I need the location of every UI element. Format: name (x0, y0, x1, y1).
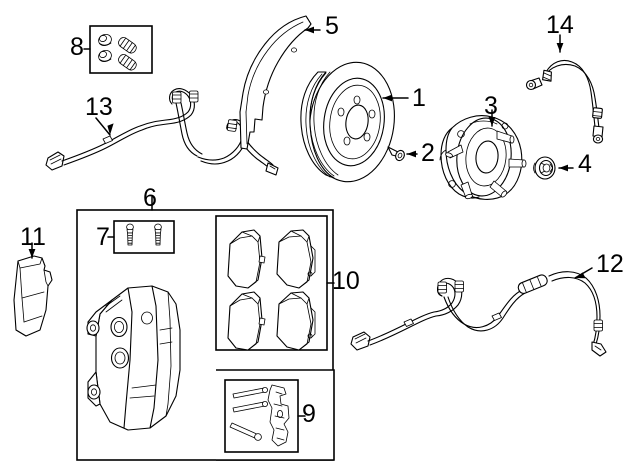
part-1-brake-rotor (300, 61, 395, 183)
callout-11: 11 (20, 223, 46, 251)
callout-1: 1 (412, 84, 426, 112)
callout-6: 6 (143, 184, 157, 212)
callout-4: 4 (578, 150, 592, 178)
group-box-6-caliper-assembly (76, 196, 334, 461)
callout-10: 10 (332, 267, 360, 295)
part-11-brake-pad-wear-clip (13, 255, 53, 337)
part-7-caliper-mounting-bolts (107, 220, 175, 254)
part-14-brake-hose (525, 59, 604, 144)
callout-13: 13 (85, 93, 113, 121)
part-9-caliper-hardware-kit (216, 369, 335, 461)
callout-8: 8 (70, 33, 84, 61)
part-4-axle-nut (533, 156, 556, 180)
callout-12: 12 (596, 250, 624, 278)
part-5-brake-dust-shield (239, 15, 312, 150)
callout-5: 5 (325, 12, 339, 40)
part-8-guide-pin-boot-kit (83, 25, 153, 74)
callout-7: 7 (96, 223, 110, 251)
callout-leaders (28, 26, 593, 279)
callout-9: 9 (302, 400, 316, 428)
callout-2: 2 (421, 139, 435, 167)
part-3-wheel-hub-assembly (439, 115, 527, 200)
callout-14: 14 (546, 11, 574, 39)
callout-3: 3 (484, 92, 498, 120)
part-10-brake-pad-set (215, 215, 335, 351)
part-2-rotor-retaining-screw (387, 146, 405, 162)
part-12-abs-sensor-harness-long (350, 271, 607, 357)
part-6-brake-caliper-body (86, 285, 181, 431)
